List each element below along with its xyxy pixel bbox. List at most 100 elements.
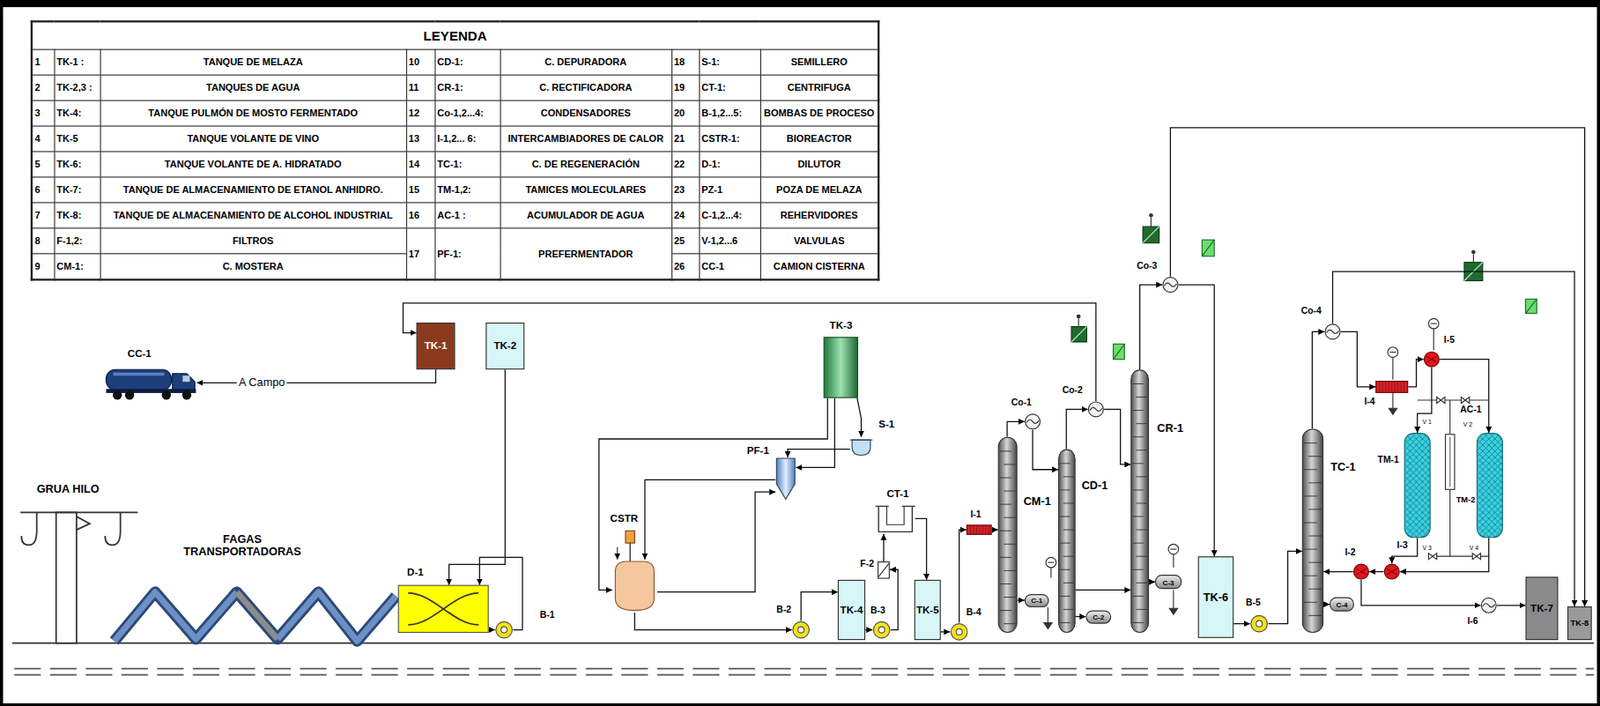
column: CR-1 — [1130, 369, 1149, 633]
table-text: C. DEPURADORA — [544, 56, 627, 68]
table-text: F-1,2: — [56, 235, 82, 247]
table-cell: 1 — [31, 49, 54, 75]
equipment-label: TC-1 — [1329, 460, 1357, 473]
table-text: B-1,2...5: — [701, 107, 742, 119]
table-text: 15 — [408, 184, 420, 196]
pipe-line — [657, 491, 776, 592]
equipment-symbol — [823, 336, 859, 398]
heat-exchanger: I-6 — [1480, 597, 1497, 615]
equipment-symbol — [1302, 428, 1324, 633]
equipment-label: Co-4 — [1299, 305, 1322, 315]
equipment-symbol — [1383, 562, 1400, 580]
gauge — [1044, 318, 1439, 629]
table-cell: TANQUE PULMÓN DE MOSTO FERMENTADO — [99, 100, 406, 126]
table-text: REHERVIDORES — [780, 209, 859, 222]
water-accumulator: AC-1 — [1444, 433, 1456, 490]
equipment-symbol — [1024, 413, 1042, 430]
condenser: Co-3 — [1162, 276, 1179, 294]
table-text: PZ-1 — [701, 184, 723, 196]
equipment-label: CT-1 — [885, 488, 910, 500]
table-text: SEMILLERO — [791, 56, 848, 68]
legend-table: LEYENDA1TK-1 :TANQUE DE MELAZA10CD-1:C. … — [30, 20, 881, 281]
table-text: AC-1 : — [437, 209, 466, 222]
pipe-line — [1148, 581, 1156, 583]
table-cell: TK-8: — [53, 202, 100, 229]
bioreactor: CSTR — [612, 559, 658, 613]
table-cell: FILTROS — [99, 228, 406, 254]
pipe-line — [1103, 408, 1131, 465]
crane — [20, 511, 138, 643]
molecular-sieve: TM-2 — [1476, 432, 1504, 538]
table-cell: SEMILLERO — [760, 49, 879, 75]
table-text: TK-4: — [56, 107, 82, 119]
equipment-label: AC-1 — [1459, 405, 1483, 415]
table-cell: TANQUE DE MELAZA — [99, 49, 406, 75]
table-text: TAMICES MOLECULARES — [525, 184, 646, 196]
equipment-symbol — [775, 457, 796, 501]
table-text: TANQUE VOLANTE DE VINO — [186, 133, 319, 145]
table-text: 10 — [408, 56, 420, 68]
pipe-line — [1170, 127, 1585, 607]
table-cell: 4 — [31, 125, 54, 152]
pipe-line — [1417, 367, 1432, 433]
pipe-line — [940, 630, 950, 632]
table-text: C. MOSTERA — [222, 260, 284, 273]
equipment-label: PF-1 — [746, 445, 771, 457]
table-text: TK-1 : — [56, 56, 84, 68]
table-cell: CAMION CISTERNA — [760, 253, 879, 281]
equipment-label: TK-6 — [1203, 591, 1229, 603]
table-text: CONDENSADORES — [540, 107, 631, 119]
pipe-line — [865, 629, 873, 630]
table-text: S-1: — [701, 56, 720, 68]
plant-label: V 3 — [1422, 544, 1431, 552]
table-text: 23 — [674, 184, 685, 196]
table-cell: 17 — [406, 228, 435, 280]
table-text: 14 — [408, 158, 420, 171]
pipe-line — [1075, 589, 1132, 591]
table-cell: 19 — [671, 74, 699, 101]
equipment-label: I-2 — [1343, 548, 1356, 557]
table-text: 2 — [34, 81, 40, 94]
buffer-tank: TK-4 — [837, 579, 866, 640]
table-text: 25 — [674, 235, 685, 247]
pipe-line — [795, 398, 835, 468]
table-text: I-1,2... 6: — [437, 133, 476, 145]
table-cell: 21 — [671, 125, 699, 152]
molecular-sieve: TM-1 — [1404, 432, 1431, 538]
pipe-line — [889, 569, 898, 630]
table-cell: TANQUES DE AGUA — [99, 74, 406, 101]
table-cell: BOMBAS DE PROCESO — [760, 100, 879, 126]
reboiler: C-2 — [1085, 610, 1112, 624]
table-cell: TANQUE VOLANTE DE A. HIDRATADO — [99, 151, 406, 178]
equipment-symbol — [1130, 369, 1149, 633]
pipe-line — [1407, 359, 1423, 387]
equipment-label: I-3 — [1395, 540, 1408, 550]
table-cell: C. DE REGENERACIÓN — [499, 151, 672, 178]
table-cell: AC-1 : — [434, 202, 500, 229]
pipe-line — [992, 528, 999, 530]
equipment-symbol — [850, 437, 873, 458]
table-text: TK-7: — [56, 184, 82, 196]
conveyor — [114, 592, 397, 642]
heat-exchanger: I-1 — [966, 524, 993, 535]
equipment-label: CM-1 — [1022, 496, 1052, 508]
table-cell: PREFERMENTADOR — [499, 228, 672, 280]
equipment-label: D-1 — [406, 567, 425, 578]
table-text: 22 — [674, 158, 685, 171]
equipment-label: Co-2 — [1060, 385, 1083, 395]
plant-label: V 4 — [1469, 544, 1479, 552]
table-cell: C. MOSTERA — [99, 253, 406, 281]
table-cell: 10 — [406, 49, 435, 75]
pipe-line — [1140, 284, 1163, 370]
equipment-label: F-2 — [859, 559, 875, 569]
table-text: TM-1,2: — [437, 184, 472, 196]
equipment-symbol — [1324, 323, 1341, 341]
equipment-label: CC-1 — [126, 348, 153, 360]
table-text: TANQUE VOLANTE DE A. HIDRATADO — [164, 158, 342, 171]
table-text: 24 — [674, 209, 685, 222]
tanker-truck: CC-1 — [104, 365, 197, 400]
column: TC-1 — [1302, 428, 1324, 633]
water-tank: TK-2 — [485, 322, 525, 370]
table-cell: REHERVIDORES — [760, 202, 879, 229]
table-text: BIOREACTOR — [786, 133, 852, 145]
